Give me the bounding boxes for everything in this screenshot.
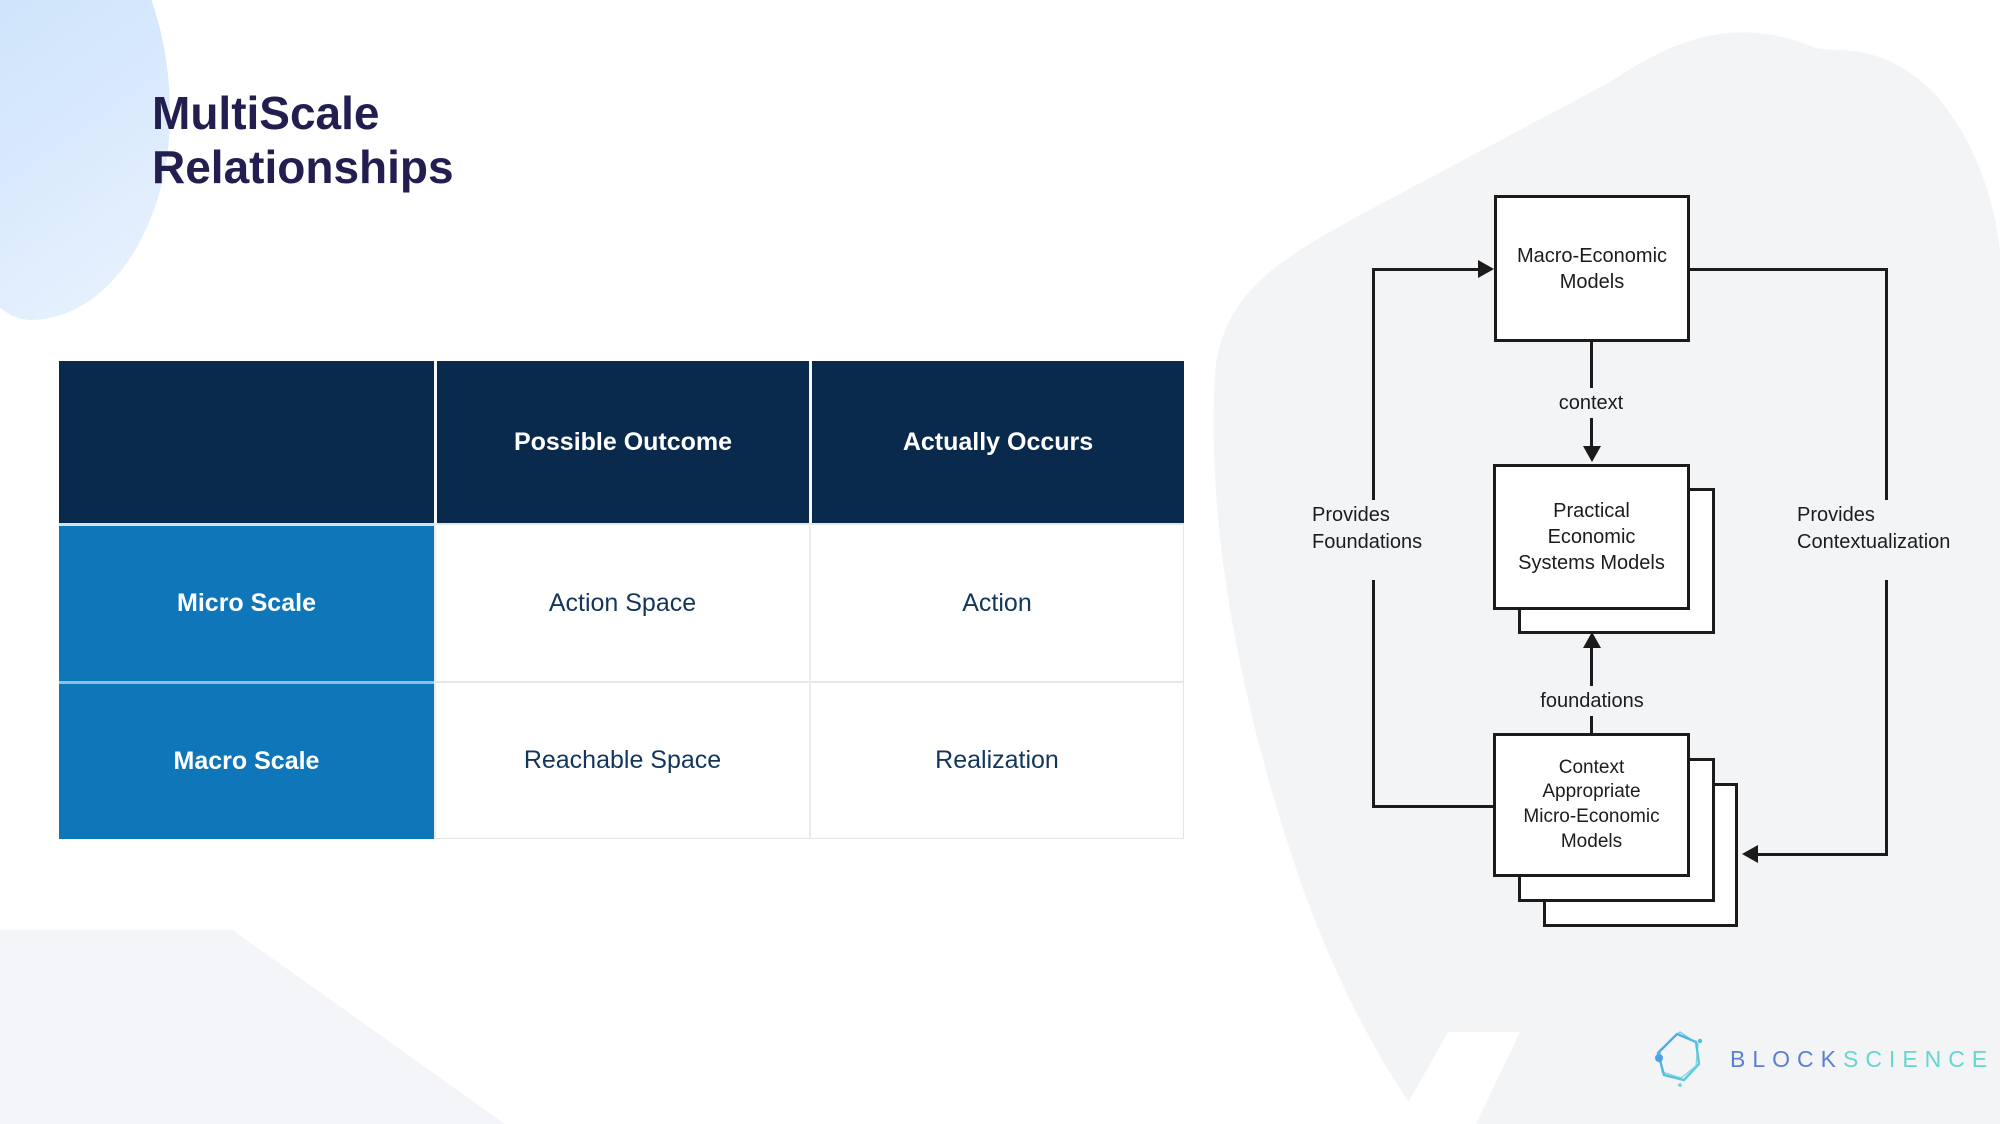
- left-rail-lower: [1372, 580, 1375, 808]
- table-header-empty: [59, 361, 434, 523]
- foundations-line-upper: [1590, 648, 1593, 686]
- relationships-table: Possible Outcome Actually Occurs Micro S…: [59, 361, 1184, 839]
- left-rail-foot: [1372, 805, 1493, 808]
- context-line-upper: [1590, 342, 1593, 388]
- table-header-actually-occurs: Actually Occurs: [809, 361, 1184, 523]
- node-macro-economic-models: Macro-Economic Models: [1494, 195, 1690, 342]
- logo-text-block: BLOCK: [1730, 1045, 1843, 1072]
- edge-label-foundations: foundations: [1540, 690, 1644, 712]
- blockscience-logo: BLOCKSCIENCE: [1650, 1028, 1994, 1090]
- row-label-macro-scale: Macro Scale: [59, 681, 434, 839]
- right-rail-foot: [1758, 853, 1888, 856]
- cell-macro-actual: Realization: [809, 681, 1184, 839]
- right-rail-lower: [1885, 580, 1888, 856]
- context-line-lower: [1590, 418, 1593, 446]
- cell-micro-actual: Action: [809, 523, 1184, 681]
- logo-text-science: SCIENCE: [1842, 1045, 1995, 1072]
- cell-macro-possible: Reachable Space: [434, 681, 809, 839]
- right-rail-top: [1690, 268, 1888, 271]
- blockscience-hexagon-icon: [1655, 1031, 1703, 1087]
- edge-label-context: context: [1558, 392, 1624, 414]
- page-title: MultiScale Relationships: [152, 87, 454, 194]
- right-rail-upper: [1885, 268, 1888, 500]
- arrowhead-into-macro-icon: [1478, 260, 1494, 278]
- arrowhead-context-icon: [1583, 446, 1601, 462]
- node-practical-economic-systems: Practical Economic Systems Models: [1493, 464, 1690, 610]
- node-context-appropriate-micro: Context Appropriate Micro-Economic Model…: [1493, 733, 1690, 877]
- blockscience-wordmark: BLOCKSCIENCE: [1730, 1046, 1994, 1073]
- connector-into-macro: [1372, 268, 1482, 271]
- arrowhead-foundations-icon: [1583, 632, 1601, 648]
- foundations-line-lower: [1590, 716, 1593, 733]
- table-header-possible-outcome: Possible Outcome: [434, 361, 809, 523]
- row-label-micro-scale: Micro Scale: [59, 523, 434, 681]
- left-rail-upper: [1372, 268, 1375, 500]
- arrowhead-into-micro-icon: [1742, 845, 1758, 863]
- edge-label-provides-foundations: Provides Foundations: [1312, 504, 1423, 553]
- edge-label-provides-contextualization: Provides Contextualization: [1797, 504, 1951, 553]
- cell-micro-possible: Action Space: [434, 523, 809, 681]
